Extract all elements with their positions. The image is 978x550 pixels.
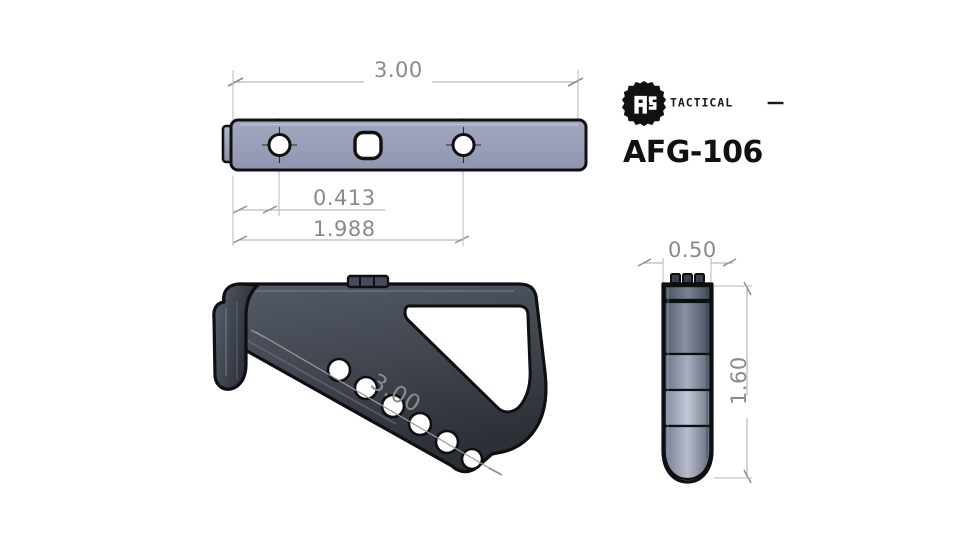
iso-front-hook [212,282,260,391]
top-view-bar-body [229,118,588,172]
dimension-hole-to-tab: 0.413 [313,186,376,210]
side-view-band-2 [663,300,712,356]
iso-grip-body [222,282,548,474]
top-view-center-slot [353,130,383,161]
top-view-hole-right [446,127,481,163]
side-view-band-1 [663,284,712,302]
part-number-label: AFG-106 [623,135,763,170]
side-view-band-5 [663,424,712,481]
dimension-side-width: 0.50 [668,238,717,262]
side-view-band-3 [663,352,712,392]
top-view-part [221,118,588,172]
brand-block: TACTICAL AFG-106 [618,78,798,178]
tactical-wordmark: TACTICAL [670,96,784,110]
iso-triangular-cutout [403,304,532,414]
tactical-wordmark-text: TACTICAL [670,96,733,110]
dimension-hole-spacing: 1.988 [313,217,376,241]
dimension-top-overall-length: 3.00 [374,58,423,82]
iso-dimension-line [250,329,503,476]
side-view-rail-tabs [670,273,705,284]
side-view-part [661,273,714,484]
iso-finger-scallops [326,357,484,471]
gear-badge-shape [621,80,667,127]
top-view-hole-left [262,127,297,163]
r3-tactical-logo-icon [621,80,667,127]
side-view-band-4 [663,388,712,428]
isometric-view-part [212,274,548,476]
iso-rail-lug [346,274,390,289]
